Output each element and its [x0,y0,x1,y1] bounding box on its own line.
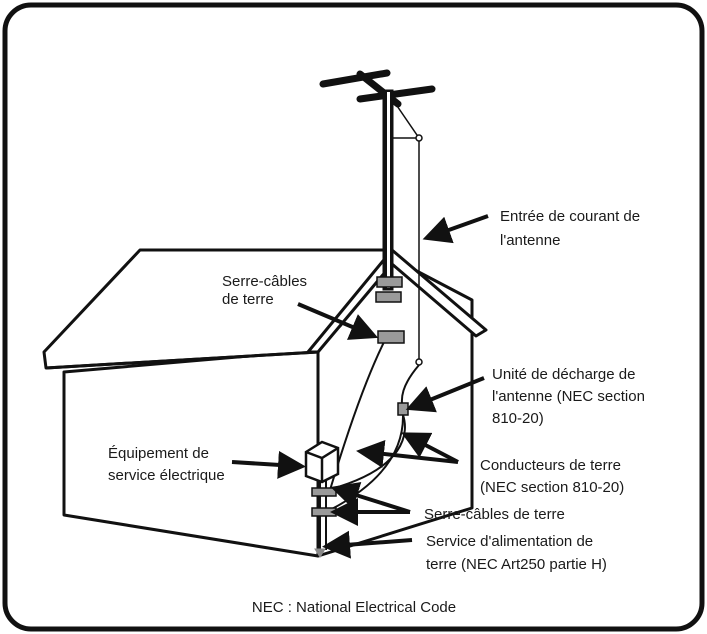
arrow-conductor-right [401,432,459,464]
arrow-upper-clamp [297,302,379,340]
arrow-discharge-unit [405,376,485,413]
arrow-electric-box [231,450,306,479]
label-ground-clamps-lower: Serre-câbles de terre [424,506,565,523]
lower-clamp-1 [311,487,337,497]
label-antenna-lead-in: Entrée de courant de l'antenne [500,208,644,249]
mast-clamp-2 [375,291,402,303]
mast-clamp-3 [377,330,405,344]
house [42,248,488,558]
footnote-nec: NEC : National Electrical Code [252,599,456,616]
electric-service-box [304,440,340,484]
arrow-lead-in [422,214,489,244]
label-ground-clamp-upper: Serre-câbles de terre [222,273,311,308]
label-electric-service-equipment: Équipement de service électrique [108,445,225,484]
label-discharge-unit: Unité de décharge de l'antenne (NEC sect… [492,366,649,427]
discharge-unit-box [397,402,409,416]
antenna [319,69,436,366]
labels: Entrée de courant de l'antenne Serre-câb… [108,208,649,616]
arrow-ground-service [322,530,413,559]
label-grounding-conductors: Conducteurs de terre (NEC section 810-20… [480,457,625,496]
mast-clamp-1 [376,276,403,288]
label-power-service-grounding: Service d'alimentation de terre (NEC Art… [426,533,607,573]
arrow-lower-clamp-1 [330,482,411,514]
pointer-arrows [231,214,489,559]
lower-clamp-2 [311,507,337,517]
